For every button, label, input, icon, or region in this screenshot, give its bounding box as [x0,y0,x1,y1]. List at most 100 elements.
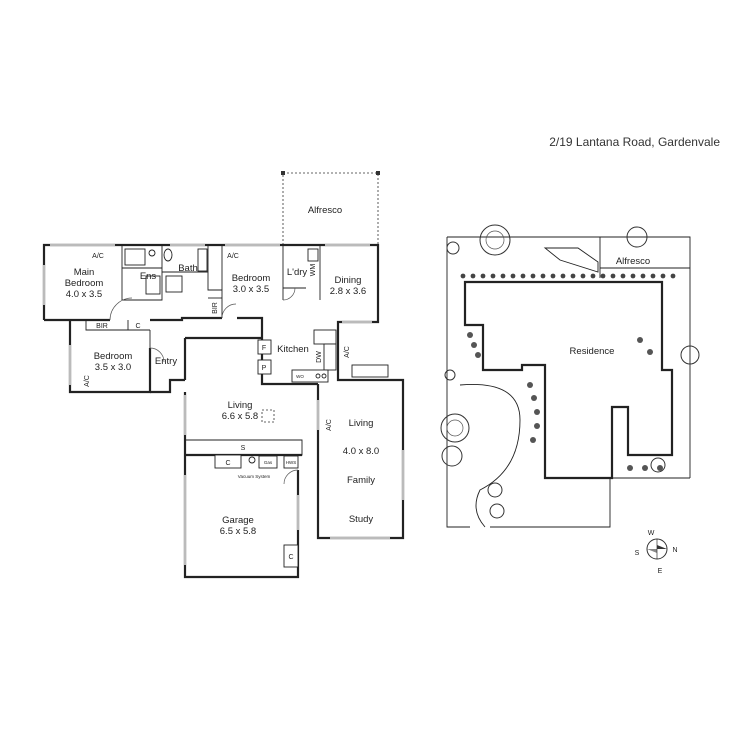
wall-oven-label: WO [296,374,304,379]
door-swing [283,469,299,485]
room-alfresco: Alfresco [308,205,342,216]
toilet-icon [163,248,173,262]
room-entry: Entry [155,356,177,367]
garden-path [459,384,521,528]
site-boundary [446,237,470,528]
pantry-label: P [262,365,267,372]
cooktop-bench [291,369,329,383]
room-size: 4.0 x 8.0 [343,446,379,457]
room-laundry: L'dry [287,267,308,278]
door-swing [109,297,133,321]
room-size: 2.8 x 3.6 [330,286,366,297]
room-living: Living [228,400,253,411]
room-size: 3.5 x 3.0 [95,362,131,373]
property-address: 2/19 Lantana Road, Gardenvale [549,135,720,149]
ac-label: A/C [84,375,91,387]
alfresco-post [281,171,285,175]
room-size: 6.6 x 5.8 [222,411,258,422]
gas-label: Gas [264,460,273,465]
ac-label: A/C [227,253,239,260]
alfresco-area [599,237,690,278]
room-family: Family [347,475,375,486]
room-main-bedroom: Main [74,267,95,278]
family-bench [351,364,389,378]
room-study: Study [349,514,374,525]
compass-needle-icon [647,549,657,553]
hws-box [283,455,299,469]
bathtub [197,248,208,272]
cupboard-label: C [135,323,140,330]
hedge-row [460,273,676,279]
bir-label: BIR [96,323,108,330]
site-boundary [447,236,691,478]
room-bedroom-2: Bedroom [232,273,271,284]
compass-needle-icon [657,545,667,549]
garage-cupboard [214,454,242,469]
alfresco-post [376,171,380,175]
door-swing [282,287,296,301]
shower [124,248,146,266]
cupboard-label: C [225,460,230,467]
pantry-box [257,359,272,375]
room-kitchen: Kitchen [277,344,309,355]
room-dining: Dining [335,275,362,286]
wall-bath-east [207,245,223,318]
path-feature [543,247,599,273]
bath-shower [165,275,183,293]
cupboard-label: C [288,554,293,561]
vacuum-label: Vacuum System [238,474,271,479]
site-plan: Alfresco Residence [440,224,700,528]
burner-icon [315,373,321,379]
door-swing [149,347,165,363]
compass: W N S E [635,530,678,575]
ac-label: A/C [326,419,333,431]
alfresco-outline [282,172,379,245]
wall-bed2-south [237,316,264,336]
room-main-bedroom: Bedroom [65,278,104,289]
room-bath: Bath [178,263,198,274]
door-swing [221,303,237,319]
dishwasher-label: DW [316,351,323,363]
wall-north-wing [42,243,380,343]
garage-c-box [283,544,299,568]
wall-entry [150,378,185,394]
site-boundary [490,478,611,528]
room-garage: Garage [222,515,254,526]
wall-bir-c [85,320,150,331]
residence-outline [463,280,674,480]
storage-label: S [241,445,246,452]
compass-west: W [648,530,655,537]
wall-hall-south [150,316,222,322]
site-alfresco: Alfresco [616,256,650,267]
living-dashed-feature [261,409,275,423]
room-living-2: Living [349,418,374,429]
room-size: 6.5 x 5.8 [220,526,256,537]
toilet-icon [148,249,156,257]
room-bedroom-3: Bedroom [94,351,133,362]
room-ensuite: Ens [140,271,157,282]
fridge-label: F [262,345,266,352]
gas-box [258,455,278,469]
ac-label: A/C [92,253,104,260]
floor-plan: Alfresco Main Bedroom 4.0 x 3.5 Ens Bath… [42,171,405,579]
compass-south: S [635,550,640,557]
compass-north: N [672,547,677,554]
fridge-box [257,339,272,355]
wm-label: WM [310,264,317,277]
laundry-tub [307,248,319,262]
wall-ens-south [122,245,163,301]
bir-label: BIR [212,302,219,314]
ac-label: A/C [344,346,351,358]
shrubs [467,332,663,471]
trees [440,224,700,519]
compass-east: E [658,568,663,575]
vacuum-icon [248,456,256,464]
ensuite-shower [145,275,161,295]
kitchen-sink-bench [323,343,337,371]
site-residence: Residence [570,346,615,357]
room-size: 4.0 x 3.5 [66,289,102,300]
kitchen-bench [313,329,337,345]
hws-label: HWS [286,460,297,465]
